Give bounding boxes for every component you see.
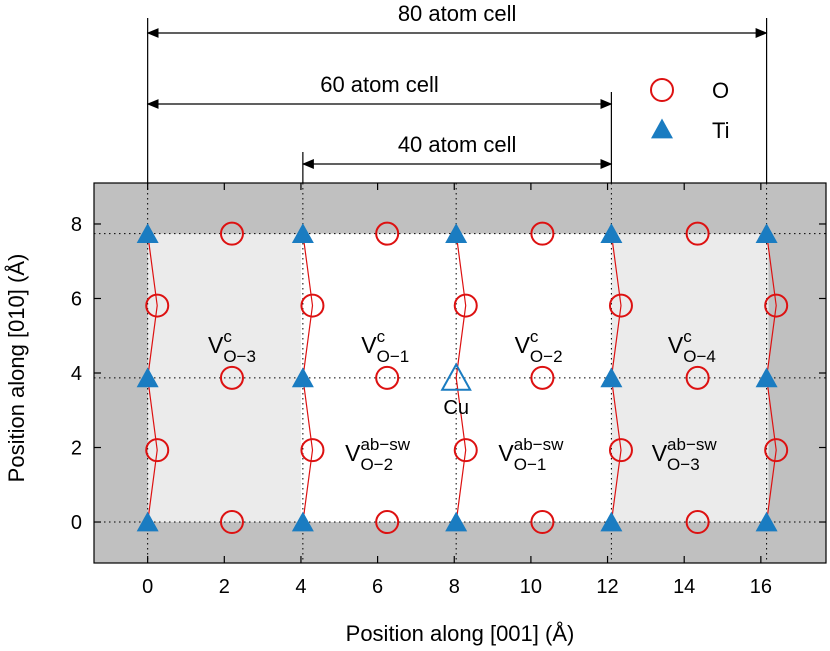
titanium-point bbox=[755, 223, 778, 244]
titanium-point bbox=[291, 367, 314, 388]
oxygen-point bbox=[453, 293, 478, 318]
legend-titanium-marker bbox=[651, 118, 673, 139]
titanium-point bbox=[755, 367, 778, 388]
titanium-point bbox=[445, 223, 468, 244]
oxygen-point bbox=[530, 510, 555, 535]
x-tick-label: 10 bbox=[520, 576, 542, 598]
oxygen-point bbox=[375, 221, 400, 246]
oxygen-point bbox=[300, 293, 325, 318]
x-tick-label: 2 bbox=[219, 576, 230, 598]
cell-span-annotations: 80 atom cell 60 atom cell 40 atom cell bbox=[146, 1, 768, 183]
data-points bbox=[136, 221, 789, 535]
x-axis-label: Position along [001] (Å) bbox=[346, 621, 575, 646]
x-tick-label: 6 bbox=[372, 576, 383, 598]
cell-span-label: 40 atom cell bbox=[398, 132, 517, 157]
oxygen-point bbox=[685, 510, 710, 535]
oxygen-point bbox=[764, 293, 789, 318]
oxygen-point bbox=[608, 293, 633, 318]
oxygen-point bbox=[219, 365, 244, 390]
x-tick-label: 12 bbox=[596, 576, 618, 598]
bond-line bbox=[455, 233, 467, 523]
titanium-point bbox=[291, 223, 314, 244]
oxygen-point bbox=[453, 438, 478, 463]
x-tick-label: 14 bbox=[673, 576, 695, 598]
oxygen-point bbox=[764, 438, 789, 463]
titanium-point bbox=[755, 511, 778, 532]
y-tick-label: 8 bbox=[71, 214, 82, 236]
cu-point bbox=[440, 362, 472, 391]
legend-titanium-label: Ti bbox=[712, 118, 730, 143]
oxygen-point bbox=[685, 365, 710, 390]
titanium-point bbox=[136, 223, 159, 244]
x-tick-label: 16 bbox=[750, 576, 772, 598]
x-tick-label: 0 bbox=[142, 576, 153, 598]
oxygen-point bbox=[685, 221, 710, 246]
legend-oxygen-marker bbox=[650, 78, 674, 102]
oxygen-point bbox=[300, 438, 325, 463]
oxygen-point bbox=[219, 221, 244, 246]
cell-span-label: 60 atom cell bbox=[320, 72, 439, 97]
titanium-point bbox=[600, 511, 623, 532]
oxygen-point bbox=[375, 365, 400, 390]
cell-span-label: 80 atom cell bbox=[398, 1, 517, 26]
x-tick-label: 4 bbox=[295, 576, 306, 598]
y-tick-label: 6 bbox=[71, 288, 82, 310]
cu-label: Cu bbox=[443, 397, 469, 419]
oxygen-point bbox=[530, 365, 555, 390]
y-tick-label: 4 bbox=[71, 363, 82, 385]
titanium-point bbox=[600, 367, 623, 388]
y-tick-label: 2 bbox=[71, 438, 82, 460]
oxygen-point bbox=[145, 438, 170, 463]
legend-oxygen-label: O bbox=[712, 78, 729, 103]
titanium-point bbox=[291, 511, 314, 532]
oxygen-point bbox=[375, 510, 400, 535]
titanium-point bbox=[445, 511, 468, 532]
oxygen-point bbox=[219, 510, 244, 535]
titanium-point bbox=[136, 511, 159, 532]
oxygen-point bbox=[530, 221, 555, 246]
y-axis-label: Position along [010] (Å) bbox=[4, 254, 29, 483]
titanium-point bbox=[600, 223, 623, 244]
titanium-point bbox=[136, 367, 159, 388]
oxygen-point bbox=[608, 438, 633, 463]
oxygen-point bbox=[145, 293, 170, 318]
legend: O Ti bbox=[650, 78, 730, 143]
y-tick-label: 0 bbox=[71, 512, 82, 534]
x-tick-label: 8 bbox=[449, 576, 460, 598]
